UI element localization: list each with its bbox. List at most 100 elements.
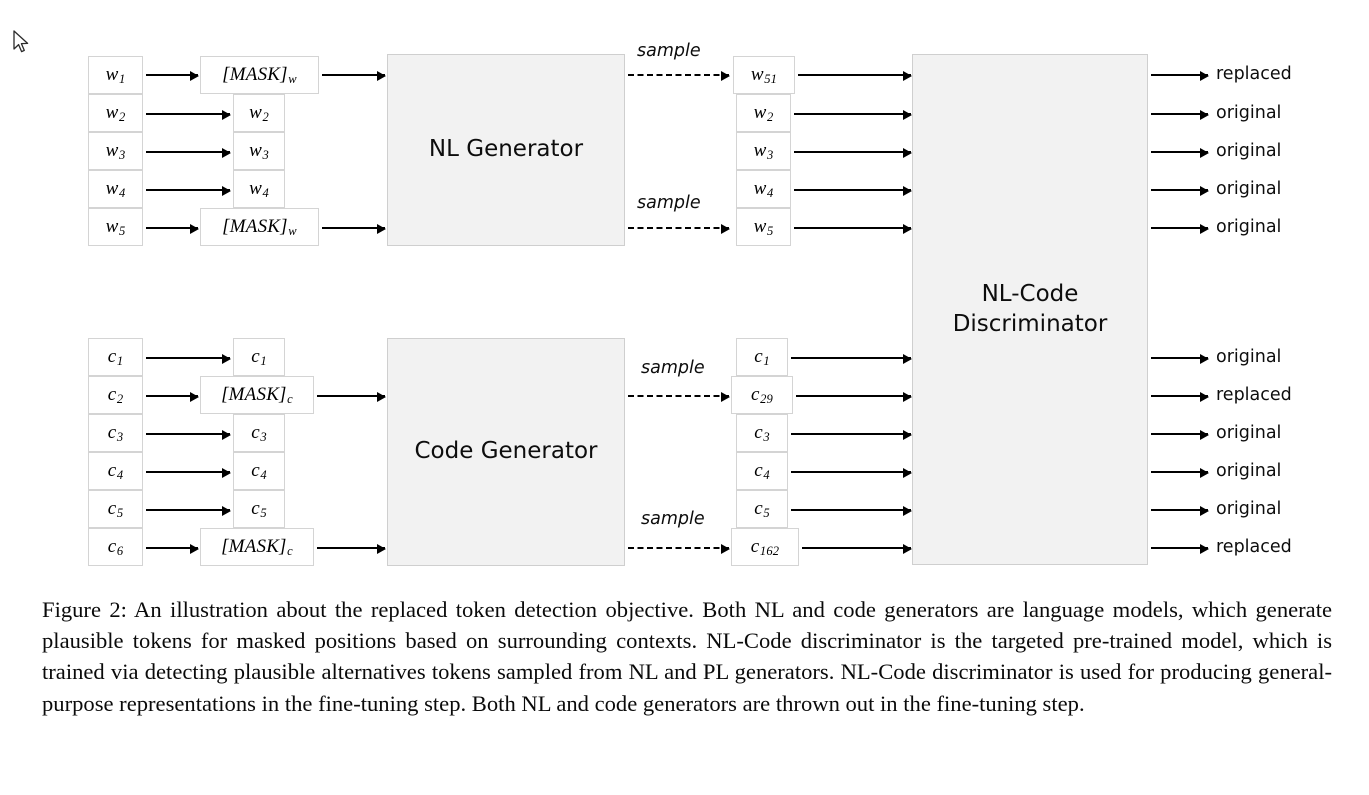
nl-arrow-to-discriminator-3 (794, 147, 912, 158)
nl-arrow-in-2 (146, 109, 231, 120)
code-arrow-to-discriminator-3 (791, 429, 912, 440)
nl-input-token-5: w5 (88, 208, 143, 246)
code-masked-token-1: c1 (233, 338, 285, 376)
token-text: c4 (107, 460, 124, 482)
token-text: w51 (750, 64, 778, 86)
code-input-token-1: c1 (88, 338, 143, 376)
nl-masked-token-5: [MASK]w (200, 208, 319, 246)
token-text: w4 (105, 178, 126, 200)
code-input-token-6: c6 (88, 528, 143, 566)
code-arrow-to-discriminator-2 (796, 391, 912, 402)
nl-sample-arrow-top (628, 70, 730, 81)
token-text: [MASK]w (222, 64, 297, 86)
nl-outcome-arrow-2 (1151, 109, 1209, 120)
discriminator-label-line2: Discriminator (952, 310, 1108, 337)
token-text: c1 (754, 346, 770, 368)
token-text: c3 (754, 422, 770, 444)
nl-sampled-token-5: w5 (736, 208, 791, 246)
nl-sampled-token-2: w2 (736, 94, 791, 132)
code-masked-token-3: c3 (233, 414, 285, 452)
token-text: w2 (249, 102, 269, 124)
code-outcome-arrow-6 (1151, 543, 1209, 554)
token-text: w1 (105, 64, 126, 86)
token-text: w2 (753, 102, 774, 124)
code-outcome-label-1: original (1216, 347, 1282, 367)
code-masked-token-6: [MASK]c (200, 528, 314, 566)
code-arrow-to-generator-2 (317, 543, 386, 554)
code-arrow-in-1 (146, 353, 231, 364)
nl-arrow-to-generator-2 (322, 223, 386, 234)
code-arrow-to-discriminator-4 (791, 467, 912, 478)
code-sampled-token-3: c3 (736, 414, 788, 452)
code-arrow-to-discriminator-5 (791, 505, 912, 516)
code-sample-label-bottom: sample (641, 509, 705, 529)
code-outcome-label-2: replaced (1216, 385, 1292, 405)
code-input-token-3: c3 (88, 414, 143, 452)
token-text: w3 (249, 140, 269, 162)
nl-outcome-arrow-3 (1151, 147, 1209, 158)
code-input-token-5: c5 (88, 490, 143, 528)
nl-sampled-token-3: w3 (736, 132, 791, 170)
code-sampled-token-4: c4 (736, 452, 788, 490)
token-text: [MASK]c (221, 536, 293, 558)
nl-outcome-label-1: replaced (1216, 64, 1292, 84)
token-text: c29 (750, 384, 774, 406)
nl-arrow-in-3 (146, 147, 231, 158)
code-outcome-arrow-4 (1151, 467, 1209, 478)
token-text: c3 (251, 422, 267, 444)
token-text: c1 (251, 346, 267, 368)
code-outcome-label-5: original (1216, 499, 1282, 519)
code-outcome-arrow-5 (1151, 505, 1209, 516)
token-text: c5 (107, 498, 124, 520)
nl-sample-label-top: sample (637, 41, 701, 61)
nl-arrow-to-generator-1 (322, 70, 386, 81)
nl-generator-label: NL Generator (428, 136, 584, 163)
code-masked-token-2: [MASK]c (200, 376, 314, 414)
nl-arrow-to-discriminator-4 (794, 185, 912, 196)
nl-arrow-to-discriminator-5 (794, 223, 912, 234)
token-text: c4 (251, 460, 267, 482)
code-outcome-arrow-2 (1151, 391, 1209, 402)
code-generator-box[interactable]: Code Generator (387, 338, 625, 566)
nl-outcome-label-5: original (1216, 217, 1282, 237)
nl-outcome-label-4: original (1216, 179, 1282, 199)
nl-masked-token-1: [MASK]w (200, 56, 319, 94)
code-outcome-label-6: replaced (1216, 537, 1292, 557)
mouse-cursor-icon (13, 30, 29, 53)
token-text: w4 (249, 178, 269, 200)
nl-input-token-3: w3 (88, 132, 143, 170)
code-input-token-4: c4 (88, 452, 143, 490)
token-text: c1 (107, 346, 124, 368)
code-input-token-2: c2 (88, 376, 143, 414)
token-text: [MASK]c (221, 384, 293, 406)
token-text: w2 (105, 102, 126, 124)
code-arrow-in-4 (146, 467, 231, 478)
code-sampled-token-2: c29 (731, 376, 793, 414)
code-arrow-to-generator-1 (317, 391, 386, 402)
nl-outcome-arrow-4 (1151, 185, 1209, 196)
nl-masked-token-3: w3 (233, 132, 285, 170)
code-generator-label: Code Generator (414, 438, 598, 465)
code-sampled-token-5: c5 (736, 490, 788, 528)
token-text: w3 (105, 140, 126, 162)
code-outcome-arrow-3 (1151, 429, 1209, 440)
code-arrow-to-discriminator-1 (791, 353, 912, 364)
nl-sampled-token-4: w4 (736, 170, 791, 208)
token-text: w5 (753, 216, 774, 238)
token-text: c3 (107, 422, 124, 444)
code-outcome-arrow-1 (1151, 353, 1209, 364)
token-text: c162 (750, 536, 780, 558)
nl-arrow-in-5 (146, 223, 199, 234)
token-text: w3 (753, 140, 774, 162)
token-text: c6 (107, 536, 124, 558)
token-text: c5 (251, 498, 267, 520)
nl-code-discriminator-box[interactable]: NL-Code Discriminator (912, 54, 1148, 565)
nl-generator-box[interactable]: NL Generator (387, 54, 625, 246)
nl-outcome-label-2: original (1216, 103, 1282, 123)
code-masked-token-5: c5 (233, 490, 285, 528)
code-outcome-label-4: original (1216, 461, 1282, 481)
nl-input-token-1: w1 (88, 56, 143, 94)
nl-arrow-to-discriminator-1 (798, 70, 912, 81)
figure-caption: Figure 2: An illustration about the repl… (42, 597, 1332, 716)
code-sampled-token-1: c1 (736, 338, 788, 376)
